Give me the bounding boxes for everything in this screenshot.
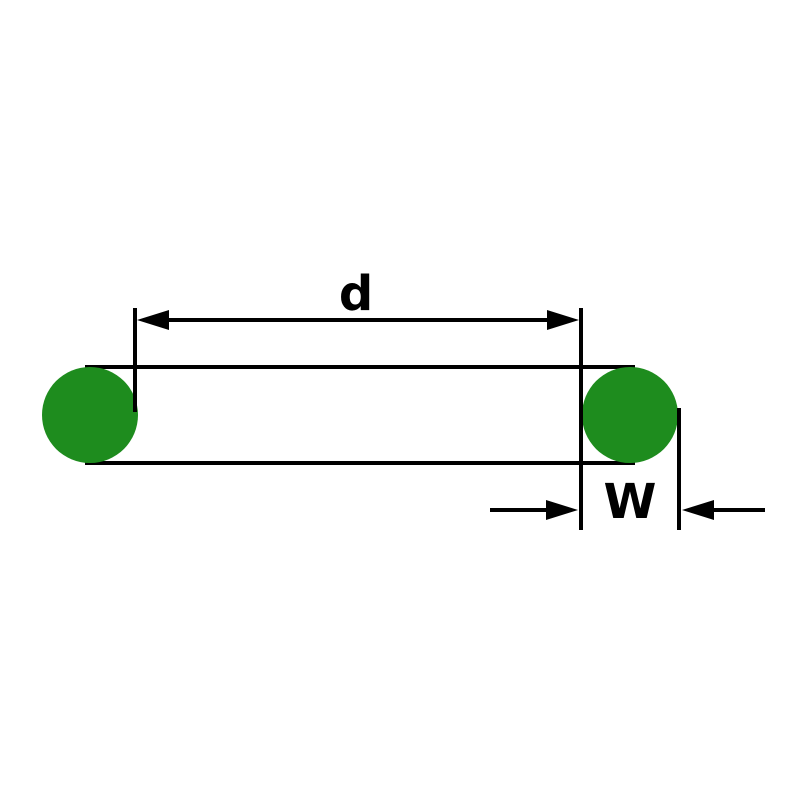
oring-cross-section-right bbox=[582, 367, 678, 463]
w-arrowhead-right-icon bbox=[682, 500, 714, 520]
oring-cross-section-left bbox=[42, 367, 138, 463]
inner-diameter-label: d bbox=[339, 266, 373, 322]
d-arrowhead-right-icon bbox=[547, 310, 579, 330]
cross-section-width-label: W bbox=[604, 474, 657, 530]
d-arrowhead-left-icon bbox=[137, 310, 169, 330]
w-arrowhead-left-icon bbox=[546, 500, 578, 520]
